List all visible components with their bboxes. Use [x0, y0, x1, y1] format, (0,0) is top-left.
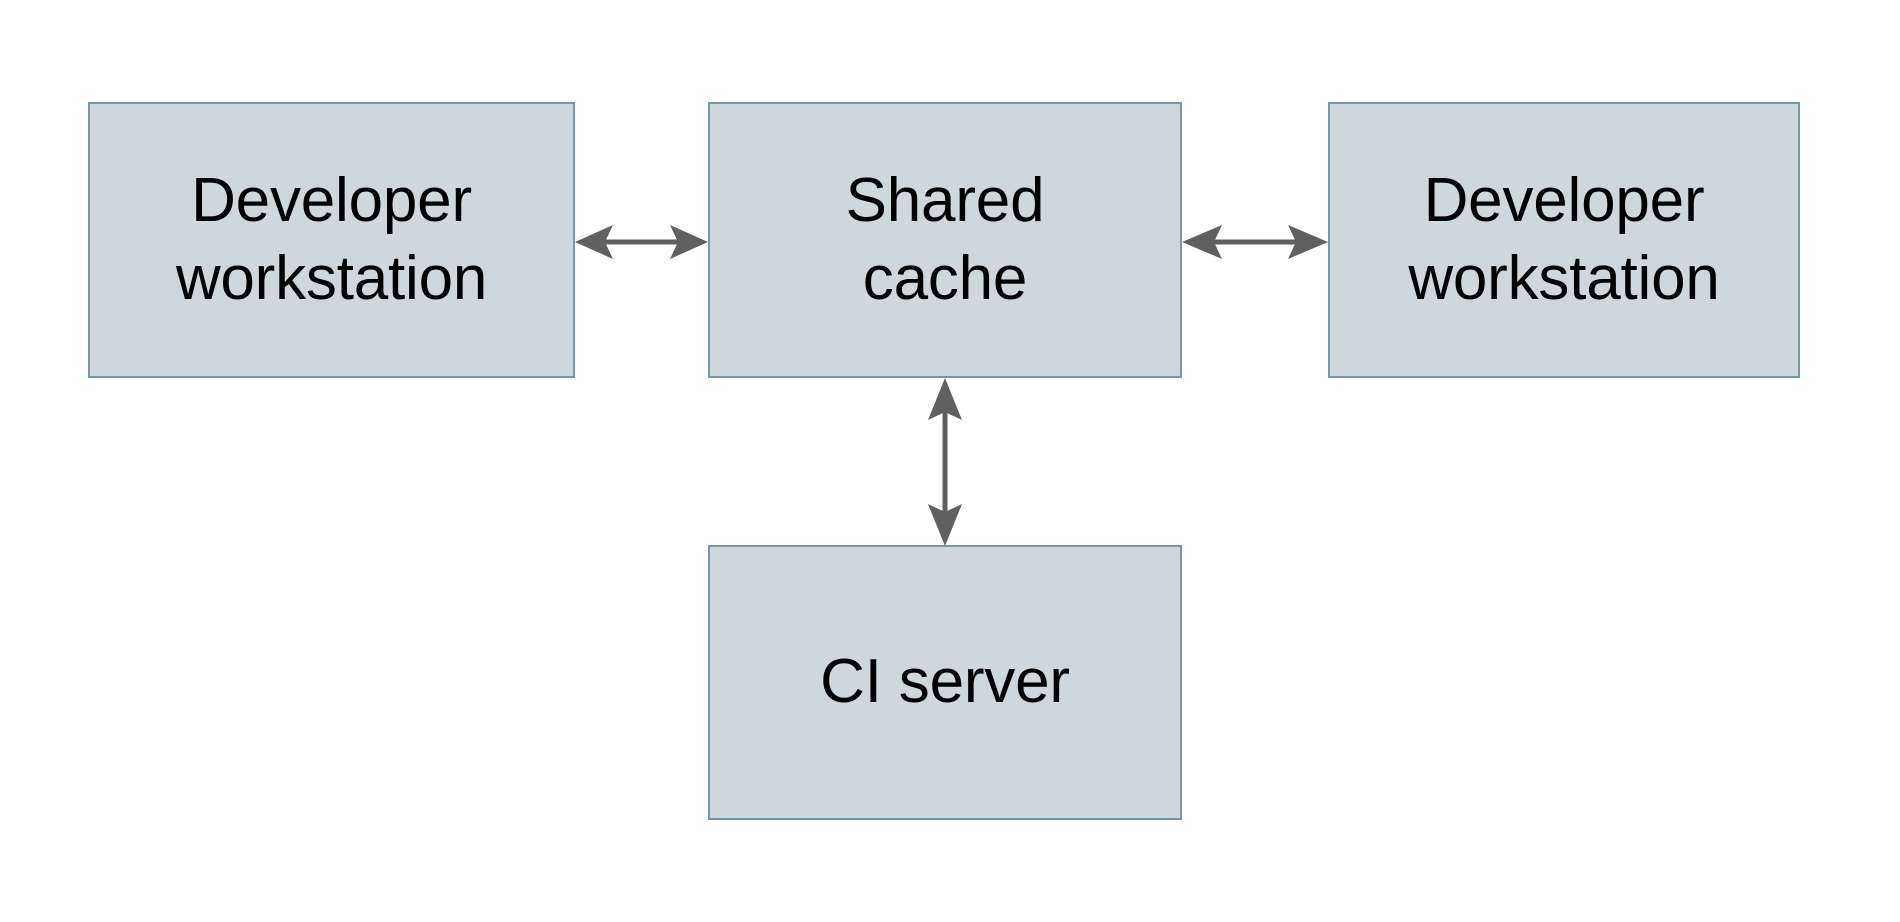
node-ci-server[interactable]: CI server — [708, 545, 1182, 820]
node-developer-workstation-left[interactable]: Developer workstation — [88, 102, 575, 378]
edge-devleft-sharedcache — [575, 212, 708, 272]
node-label: Shared cache — [845, 165, 1045, 313]
node-label: CI server — [820, 647, 1070, 717]
node-developer-workstation-right[interactable]: Developer workstation — [1328, 102, 1800, 378]
node-label: Developer workstation — [1408, 165, 1720, 313]
edge-sharedcache-devright — [1182, 212, 1328, 272]
arrowhead-down-icon — [928, 504, 962, 546]
edge-sharedcache-ciserver — [915, 378, 975, 546]
arrowhead-left-icon — [1182, 225, 1222, 259]
arrowhead-right-icon — [670, 225, 708, 259]
arrowhead-up-icon — [928, 378, 962, 420]
arrowhead-left-icon — [575, 225, 613, 259]
arrowhead-right-icon — [1288, 225, 1328, 259]
node-shared-cache[interactable]: Shared cache — [708, 102, 1182, 378]
node-label: Developer workstation — [175, 165, 488, 313]
